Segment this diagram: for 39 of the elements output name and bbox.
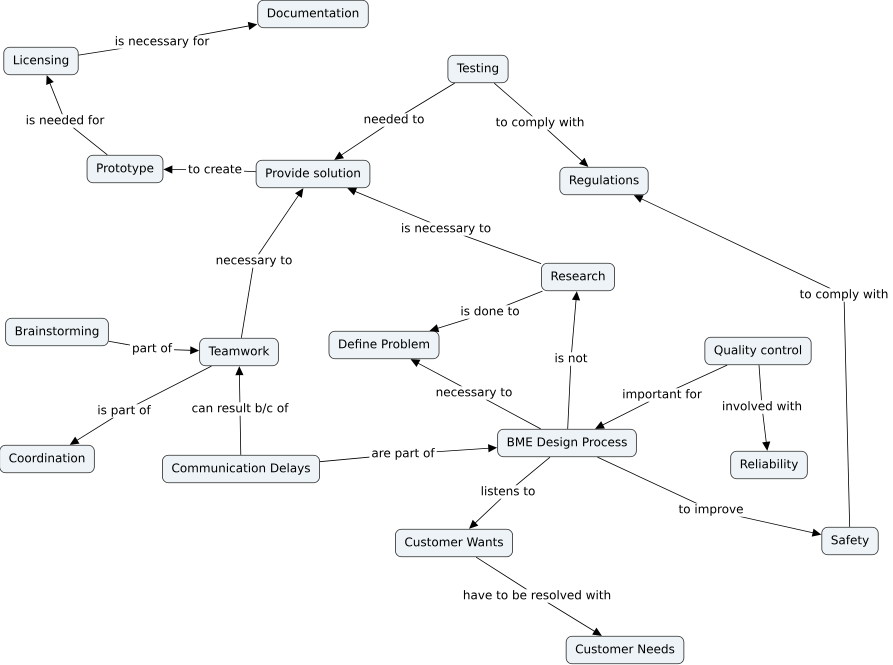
edge-label: is necessary for xyxy=(112,35,212,49)
edge-label: are part of xyxy=(369,447,437,461)
edge-label: to comply with xyxy=(494,116,586,130)
edge-label: is not xyxy=(552,352,590,366)
edge-label: is done to xyxy=(458,305,522,319)
concept-box: Regulations xyxy=(559,166,649,196)
edge-label: is part of xyxy=(95,404,153,418)
concept-box: Documentation xyxy=(257,0,369,28)
edge-label: is needed for xyxy=(24,114,106,128)
concept-box: Customer Wants xyxy=(395,528,513,558)
concept-box: Licensing xyxy=(3,46,79,76)
edge-label: can result b/c of xyxy=(190,402,290,416)
edge-label: is necessary to xyxy=(398,222,494,236)
edge-label: to create xyxy=(186,163,244,177)
edge-label: needed to xyxy=(362,113,426,127)
edge-label: listens to xyxy=(478,485,538,499)
concept-box: Provide solution xyxy=(256,160,370,188)
edge-label: important for xyxy=(620,388,704,402)
arrow xyxy=(494,82,588,167)
edge-label: have to be resolved with xyxy=(460,589,614,603)
edge-label: part of xyxy=(130,342,174,356)
concept-box: Safety xyxy=(821,526,879,556)
edge-label: necessary to xyxy=(214,254,294,268)
concept-box: Quality control xyxy=(704,336,812,366)
concept-box: Coordination xyxy=(0,444,95,474)
edge-label: to comply with xyxy=(798,288,890,302)
concept-box: BME Design Process xyxy=(497,428,637,458)
edge-label: involved with xyxy=(720,400,804,414)
concept-box: Brainstorming xyxy=(5,318,109,346)
concept-box: Research xyxy=(541,262,615,292)
concept-box: Customer Needs xyxy=(566,636,684,664)
edge-label: to improve xyxy=(676,503,746,517)
edge-label: necessary to xyxy=(434,386,514,400)
concept-box: Teamwork xyxy=(199,338,279,366)
concept-box: Communication Delays xyxy=(162,454,320,484)
concept-box: Prototype xyxy=(86,154,164,184)
concept-box: Testing xyxy=(448,54,508,84)
concept-box: Reliability xyxy=(730,450,808,480)
concept-box: Define Problem xyxy=(328,330,440,360)
